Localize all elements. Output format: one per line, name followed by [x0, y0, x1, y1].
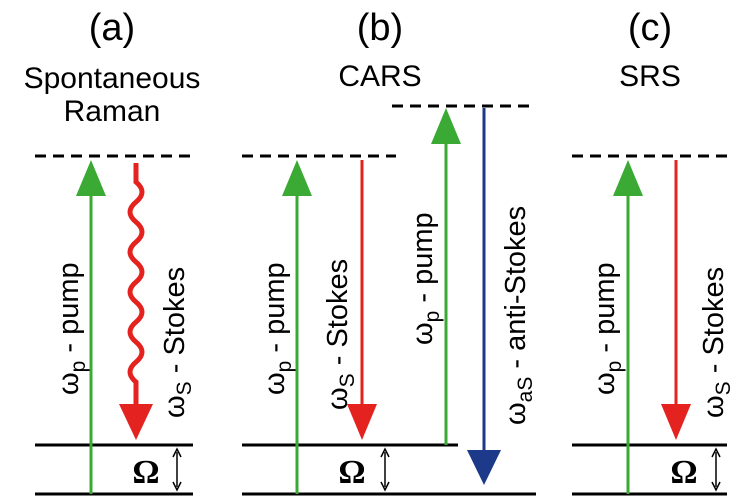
- panel-a-title-line2: Raman: [64, 95, 161, 128]
- pump-arrowhead-c: [613, 160, 643, 196]
- pump-label-b: ωp - pump: [259, 262, 296, 395]
- stokes-label-b: ωS - Stokes: [322, 259, 359, 410]
- omega-double-arrow-a: [172, 447, 182, 492]
- antistokes-arrowhead-b: [467, 450, 501, 485]
- panel-b-letter: (b): [357, 7, 403, 49]
- omega-label-b: Ω: [338, 454, 365, 491]
- pump-label-a: ωp - pump: [53, 262, 90, 395]
- panel-a-letter: (a): [89, 7, 135, 49]
- omega-label-c: Ω: [670, 454, 697, 491]
- panel-c-title: SRS: [619, 60, 681, 93]
- omega-double-arrow-b: [380, 447, 390, 492]
- panel-a-title-line1: Spontaneous: [24, 62, 201, 95]
- pump2-arrowhead-b: [431, 108, 461, 144]
- panel-b: (b) CARS ωp - pump ωS - Stokes ωp - pump…: [242, 7, 537, 496]
- pump-label-c: ωp - pump: [589, 262, 626, 395]
- omega-label-a: Ω: [132, 454, 159, 491]
- stokes-label-a: ωS - Stokes: [159, 267, 196, 418]
- stokes-arrowhead-b: [347, 404, 377, 440]
- omega-double-arrow-c: [711, 447, 721, 492]
- antistokes-label-b: ωaS - anti-Stokes: [500, 206, 537, 425]
- panel-c-letter: (c): [628, 7, 672, 49]
- panel-b-title: CARS: [338, 60, 421, 93]
- panel-c: (c) SRS ωp - pump ωS - Stokes Ω: [572, 7, 735, 496]
- pump-arrowhead-a: [76, 160, 106, 196]
- stokes-label-c: ωS - Stokes: [698, 267, 735, 418]
- panel-a: (a) Spontaneous Raman ωp - pump ωS - Sto…: [24, 7, 201, 496]
- pump-arrowhead-b: [282, 160, 312, 196]
- stokes-wavy-arrow-a: [127, 163, 145, 412]
- pump2-label-b: ωp - pump: [407, 212, 444, 345]
- stokes-arrowhead-c: [661, 404, 691, 440]
- stokes-arrowhead-a: [119, 404, 153, 440]
